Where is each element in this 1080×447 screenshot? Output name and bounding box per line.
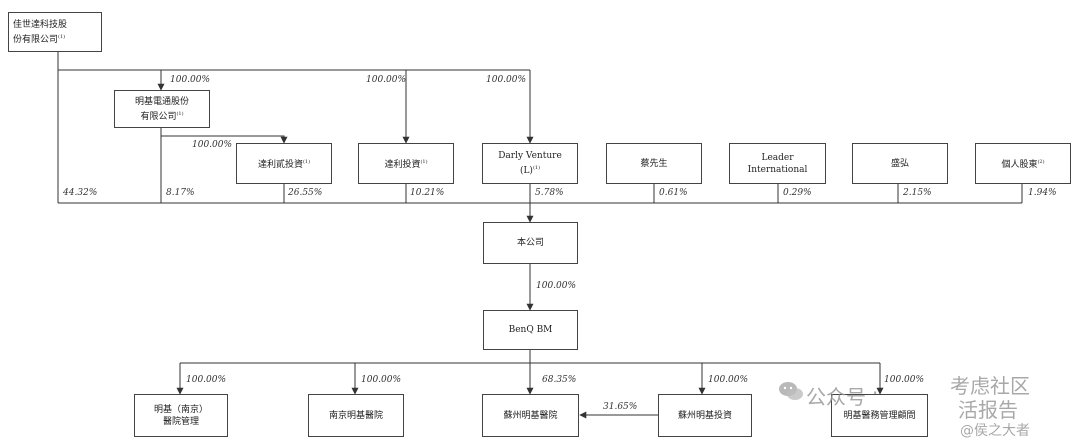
holder-leader-name-line1: Leader (761, 152, 794, 163)
benq-bm-box: BenQ BM (483, 310, 578, 350)
holder-leader-box: Leader International (729, 143, 826, 184)
holder-dali-box: 達利投資(1) (358, 143, 454, 184)
pct-cai-share: 0.61% (659, 188, 688, 198)
pct-darly-share: 5.78% (535, 188, 564, 198)
holder-leader-name-line2: International (747, 164, 808, 175)
holder-cai-box: 蔡先生 (606, 143, 702, 184)
pct-top-to-darly: 100.00% (486, 75, 527, 85)
pct-dali-share: 10.21% (410, 188, 445, 198)
holder-dali-name: 達利投資 (384, 160, 421, 170)
pct-benq-to-suzhou-investment: 100.00% (708, 375, 749, 385)
watermark-brand-line2: 活报告 (958, 398, 1018, 422)
watermark-brand-line1: 考虑社区 (950, 374, 1030, 398)
top-holder-name-line2: 份有限公司 (13, 34, 59, 45)
pct-company-to-benq: 100.00% (536, 281, 577, 291)
subsidiary-suzhou-investment-name: 蘇州明基投資 (677, 410, 732, 421)
top-holder-name-line1: 佳世達科技股 (13, 19, 68, 30)
holder-shenghong-name: 盛弘 (890, 158, 909, 169)
holder-darly-note: (1) (532, 165, 541, 171)
benq-bm-name: BenQ BM (508, 325, 553, 335)
pct-top-holder-share: 44.32% (63, 188, 98, 198)
top-holder-note: (1) (58, 33, 66, 40)
holder-dali2-name: 達利貳投資 (257, 160, 303, 170)
subsidiary-suzhou-hospital-box: 蘇州明基醫院 (482, 394, 579, 437)
holder-individual-box: 個人股東(2) (975, 143, 1071, 184)
pct-benq-to-suzhou-hospital: 68.35% (542, 375, 577, 385)
subsidiary-nanjing-hospital-box: 南京明基醫院 (308, 394, 404, 437)
holder-darly-name-line1: Darly Venture (498, 151, 562, 161)
holder-dali-note: (1) (420, 159, 428, 165)
holder-darly-name-line2: (L) (519, 166, 533, 176)
subsidiary-suzhou-hospital-name: 蘇州明基醫院 (503, 410, 558, 421)
mid-holder-box: 明基電通股份 有限公司(1) (114, 90, 210, 128)
watermark-public-account: 公众号 (806, 385, 866, 409)
subsidiary-suzhou-investment-box: 蘇州明基投資 (658, 394, 752, 437)
pct-top-to-dali: 100.00% (366, 75, 407, 85)
subsidiary-nanjing-mgmt-box: 明基（南京） 醫院管理 (134, 394, 228, 437)
holder-cai-name: 蔡先生 (640, 158, 668, 169)
holder-individual-note: (2) (1037, 159, 1045, 165)
watermark-dot: · (872, 381, 879, 405)
pct-individual-share: 1.94% (1028, 188, 1057, 198)
holder-shenghong-box: 盛弘 (852, 143, 948, 184)
arrow-to-dali2 (161, 135, 288, 144)
pct-leader-share: 0.29% (783, 188, 812, 198)
pct-shenghong-share: 2.15% (903, 188, 932, 198)
pct-benq-to-nanjing-mgmt: 100.00% (186, 375, 227, 385)
pct-investment-to-hospital: 31.65% (603, 402, 638, 412)
wechat-logo-icon (779, 382, 803, 400)
pct-top-to-mid: 100.00% (170, 75, 211, 85)
top-holder-box: 佳世達科技股 份有限公司(1) (8, 12, 102, 52)
holder-dali2-box: 達利貳投資(1) (236, 143, 332, 184)
pct-dali2-share: 26.55% (288, 188, 323, 198)
pct-benq-to-nanjing-hospital: 100.00% (361, 375, 402, 385)
subsidiary-nanjing-mgmt-line1: 明基（南京） (153, 404, 208, 415)
company-name: 本公司 (516, 238, 544, 248)
mid-holder-name-line2: 有限公司 (140, 111, 177, 122)
holder-dali2-note: (1) (302, 159, 311, 165)
holder-individual-name: 個人股東 (1001, 160, 1038, 170)
mid-holder-name-line1: 明基電通股份 (134, 96, 189, 107)
pct-benq-to-consulting: 100.00% (884, 375, 925, 385)
pct-mid-holder-share: 8.17% (166, 188, 195, 198)
subsidiary-consulting-box: 明基醫務管理顧問 (831, 394, 928, 437)
mid-holder-note: (1) (176, 110, 184, 117)
holder-darly-box: Darly Venture (L)(1) (482, 143, 578, 184)
subsidiary-nanjing-mgmt-line2: 醫院管理 (162, 416, 199, 427)
subsidiary-nanjing-hospital-name: 南京明基醫院 (328, 410, 383, 421)
watermark-handle: @侯之大者 (960, 423, 1030, 439)
subsidiary-consulting-name: 明基醫務管理顧問 (843, 410, 916, 421)
pct-mid-to-dali2: 100.00% (192, 140, 233, 150)
company-box: 本公司 (483, 222, 578, 264)
